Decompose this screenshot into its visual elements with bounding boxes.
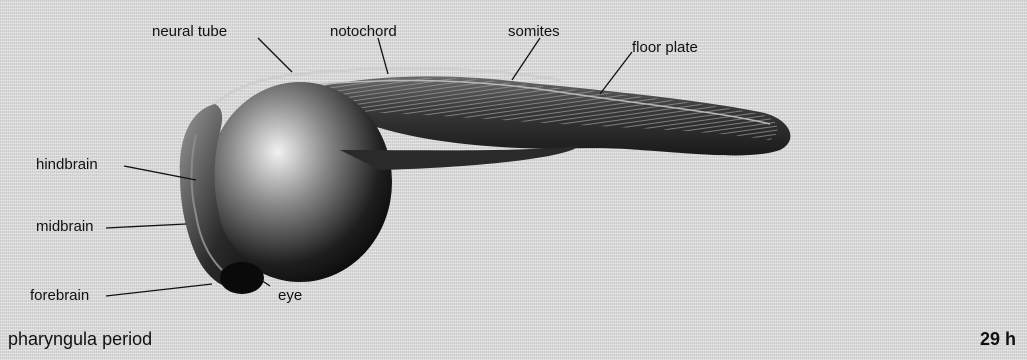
label-hindbrain: hindbrain xyxy=(36,157,98,172)
leader-midbrain xyxy=(106,224,186,228)
leader-neural-tube xyxy=(258,38,292,72)
label-eye: eye xyxy=(278,288,302,303)
label-forebrain: forebrain xyxy=(30,288,89,303)
leader-forebrain xyxy=(106,284,212,296)
label-somites: somites xyxy=(508,24,560,39)
eye-shape xyxy=(220,262,264,294)
label-floor-plate: floor plate xyxy=(632,40,698,55)
caption-time: 29 h xyxy=(980,330,1016,348)
caption-period: pharyngula period xyxy=(8,330,152,348)
label-midbrain: midbrain xyxy=(36,219,94,234)
label-notochord: notochord xyxy=(330,24,397,39)
label-neural-tube: neural tube xyxy=(152,24,227,39)
leader-floor-plate xyxy=(600,52,632,94)
